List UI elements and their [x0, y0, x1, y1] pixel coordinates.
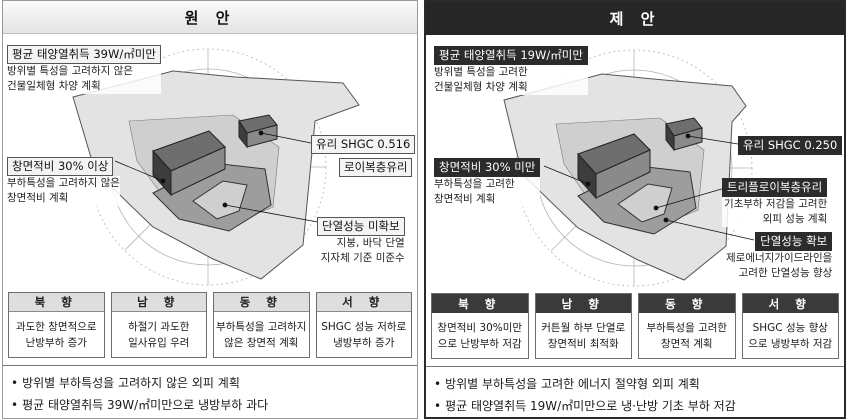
window-ratio-note-line: 부하특성을 고려한	[434, 177, 541, 192]
solar-gain-note-line: 건물일체형 차양 계획	[434, 80, 588, 95]
callout-leaders	[114, 130, 324, 224]
proposed-plan-panel: 제 안	[424, 0, 846, 419]
orientation-note-line: 과도한 창면적으로	[15, 320, 97, 333]
glass-type-callout: 트리플로이복층유리 기초부하 저감을 고려한 외피 성능 계획	[722, 176, 828, 227]
proposed-plan-summary: 방위별 부하특성을 고려한 에너지 절약형 외피 계획 평균 태양열취득 19W…	[426, 366, 844, 417]
glass-type-note-line: 외피 성능 계획	[722, 212, 828, 227]
solar-gain-label: 평균 태양열취득 19W/㎡미만	[434, 46, 588, 65]
window-ratio-callout: 창면적비 30% 미만 부하특성을 고려한 창면적비 계획	[434, 156, 541, 207]
orientation-card-north: 북 향 창면적비 30%미만 으로 난방부하 저감	[431, 293, 529, 359]
glass-type-label: 트리플로이복층유리	[722, 178, 828, 197]
orientation-card-south: 남 향 커튼월 하부 단열로 창면적비 최적화	[534, 293, 632, 359]
insulation-label: 단열성능 미확보	[317, 217, 405, 236]
proposed-plan-title: 제 안	[426, 2, 844, 35]
orientation-note-line: 으로 난방부하 저감	[437, 337, 522, 350]
building-site-illustration	[72, 48, 360, 286]
solar-gain-callout: 평균 태양열취득 39W/㎡미만 방위별 특성을 고려하지 않은 건물일체형 차…	[7, 43, 161, 94]
orientation-note-line: 커튼월 하부 단열로	[541, 321, 626, 334]
insulation-note-line: 지자체 기준 미준수	[317, 251, 405, 266]
glass-shgc-callout: 유리 SHGC 0.516	[311, 133, 416, 154]
orientation-name: 서 향	[742, 294, 838, 313]
solar-gain-note-line: 방위별 특성을 고려하지 않은	[7, 64, 161, 79]
orientation-name: 동 향	[639, 294, 735, 313]
summary-item: 평균 태양열취득 19W/㎡미만으로 냉·난방 기초 부하 저감	[434, 395, 844, 417]
orientation-card-east: 동 향 부하특성을 고려한 창면적 계획	[638, 293, 736, 359]
window-ratio-note-line: 부하특성을 고려하지 않은	[7, 176, 120, 191]
tower-block	[665, 117, 703, 152]
orientation-note-line: 일사유입 우려	[128, 336, 190, 349]
glass-type-note-line: 기초부하 저감을 고려한	[722, 197, 828, 212]
main-block	[152, 130, 226, 197]
building-site-illustration	[503, 49, 755, 287]
orientation-card-east: 동 향 부하특성을 고려하지 않은 창면적 계획	[213, 292, 310, 358]
orientation-note-line: 냉방부하 증가	[333, 336, 395, 349]
orientation-name: 동 향	[214, 293, 309, 312]
orientation-note-line: 않은 창면적 계획	[224, 336, 299, 349]
orientation-name: 서 향	[316, 293, 411, 312]
orientation-cards: 북 향 창면적비 30%미만 으로 난방부하 저감 남 향 커튼월 하부 단열로…	[431, 293, 839, 359]
orientation-cards: 북 향 과도한 창면적으로 난방부하 증가 남 향 하절기 과도한 일사유입 우…	[8, 292, 412, 358]
orientation-card-north: 북 향 과도한 창면적으로 난방부하 증가	[8, 292, 105, 358]
orientation-name: 북 향	[432, 294, 528, 313]
original-plan-summary: 방위별 부하특성을 고려하지 않은 외피 계획 평균 태양열취득 39W/㎡미만…	[3, 365, 417, 418]
window-ratio-note-line: 창면적비 계획	[7, 191, 120, 206]
insulation-note-line: 지붕, 바닥 단열	[317, 236, 405, 251]
orientation-note-line: 창면적 계획	[660, 337, 713, 350]
glass-shgc-callout: 유리 SHGC 0.250	[738, 134, 843, 155]
insulation-callout: 단열성능 확보 제로에너지가이드라인을 고려한 단열성능 향상	[726, 230, 833, 281]
tower-block	[238, 114, 278, 149]
orientation-note-line: 난방부하 증가	[25, 336, 87, 349]
summary-item: 방위별 부하특성을 고려하지 않은 외피 계획	[11, 372, 417, 394]
insulation-label: 단열성능 확보	[755, 232, 833, 251]
window-ratio-label: 창면적비 30% 미만	[434, 158, 541, 177]
main-block	[577, 133, 651, 200]
orientation-note-line: 으로 냉방부하 저감	[748, 337, 833, 350]
orientation-note-line: SHGC 성능 저하로	[321, 320, 407, 333]
orientation-card-south: 남 향 하절기 과도한 일사유입 우려	[110, 292, 207, 358]
summary-item: 방위별 부하특성을 고려한 에너지 절약형 외피 계획	[434, 373, 844, 395]
orientation-note-line: 부하특성을 고려하지	[216, 320, 307, 333]
window-ratio-callout: 창면적비 30% 이상 부하특성을 고려하지 않은 창면적비 계획	[7, 155, 120, 206]
proposed-plan-diagram: 평균 태양열취득 19W/㎡미만 방위별 특성을 고려한 건물일체형 차양 계획…	[426, 36, 844, 288]
glass-type-label: 로이복층유리	[339, 158, 413, 177]
callout-leaders	[543, 133, 755, 241]
glass-shgc-label: 유리 SHGC 0.250	[738, 136, 843, 155]
orientation-card-west: 서 향 SHGC 성능 저하로 냉방부하 증가	[315, 292, 412, 358]
summary-item: 평균 태양열취득 39W/㎡미만으로 냉방부하 과다	[11, 394, 417, 416]
orientation-note-line: 창면적비 최적화	[547, 337, 619, 350]
window-ratio-label: 창면적비 30% 이상	[7, 157, 114, 176]
original-plan-panel: 원 안	[2, 0, 418, 419]
orientation-note-line: 부하특성을 고려한	[646, 321, 728, 334]
orientation-name: 남 향	[535, 294, 631, 313]
glass-shgc-label: 유리 SHGC 0.516	[311, 135, 416, 154]
window-ratio-note-line: 창면적비 계획	[434, 192, 541, 207]
orientation-name: 남 향	[111, 293, 206, 312]
original-plan-title: 원 안	[3, 1, 417, 34]
orientation-note-line: SHGC 성능 향상	[752, 321, 828, 334]
solar-gain-note-line: 방위별 특성을 고려한	[434, 65, 588, 80]
orientation-note-line: 창면적비 30%미만	[437, 321, 523, 334]
insulation-note-line: 제로에너지가이드라인을	[726, 251, 833, 266]
original-plan-diagram: 평균 태양열취득 39W/㎡미만 방위별 특성을 고려하지 않은 건물일체형 차…	[3, 35, 417, 287]
orientation-name: 북 향	[9, 293, 104, 312]
solar-gain-note-line: 건물일체형 차양 계획	[7, 79, 161, 94]
insulation-callout: 단열성능 미확보 지붕, 바닥 단열 지자체 기준 미준수	[317, 215, 405, 266]
solar-gain-callout: 평균 태양열취득 19W/㎡미만 방위별 특성을 고려한 건물일체형 차양 계획	[434, 44, 588, 95]
insulation-note-line: 고려한 단열성능 향상	[726, 266, 833, 281]
orientation-card-west: 서 향 SHGC 성능 향상 으로 냉방부하 저감	[741, 293, 839, 359]
glass-type-callout: 로이복층유리	[339, 156, 413, 177]
solar-gain-label: 평균 태양열취득 39W/㎡미만	[7, 45, 161, 64]
orientation-note-line: 하절기 과도한	[128, 320, 190, 333]
